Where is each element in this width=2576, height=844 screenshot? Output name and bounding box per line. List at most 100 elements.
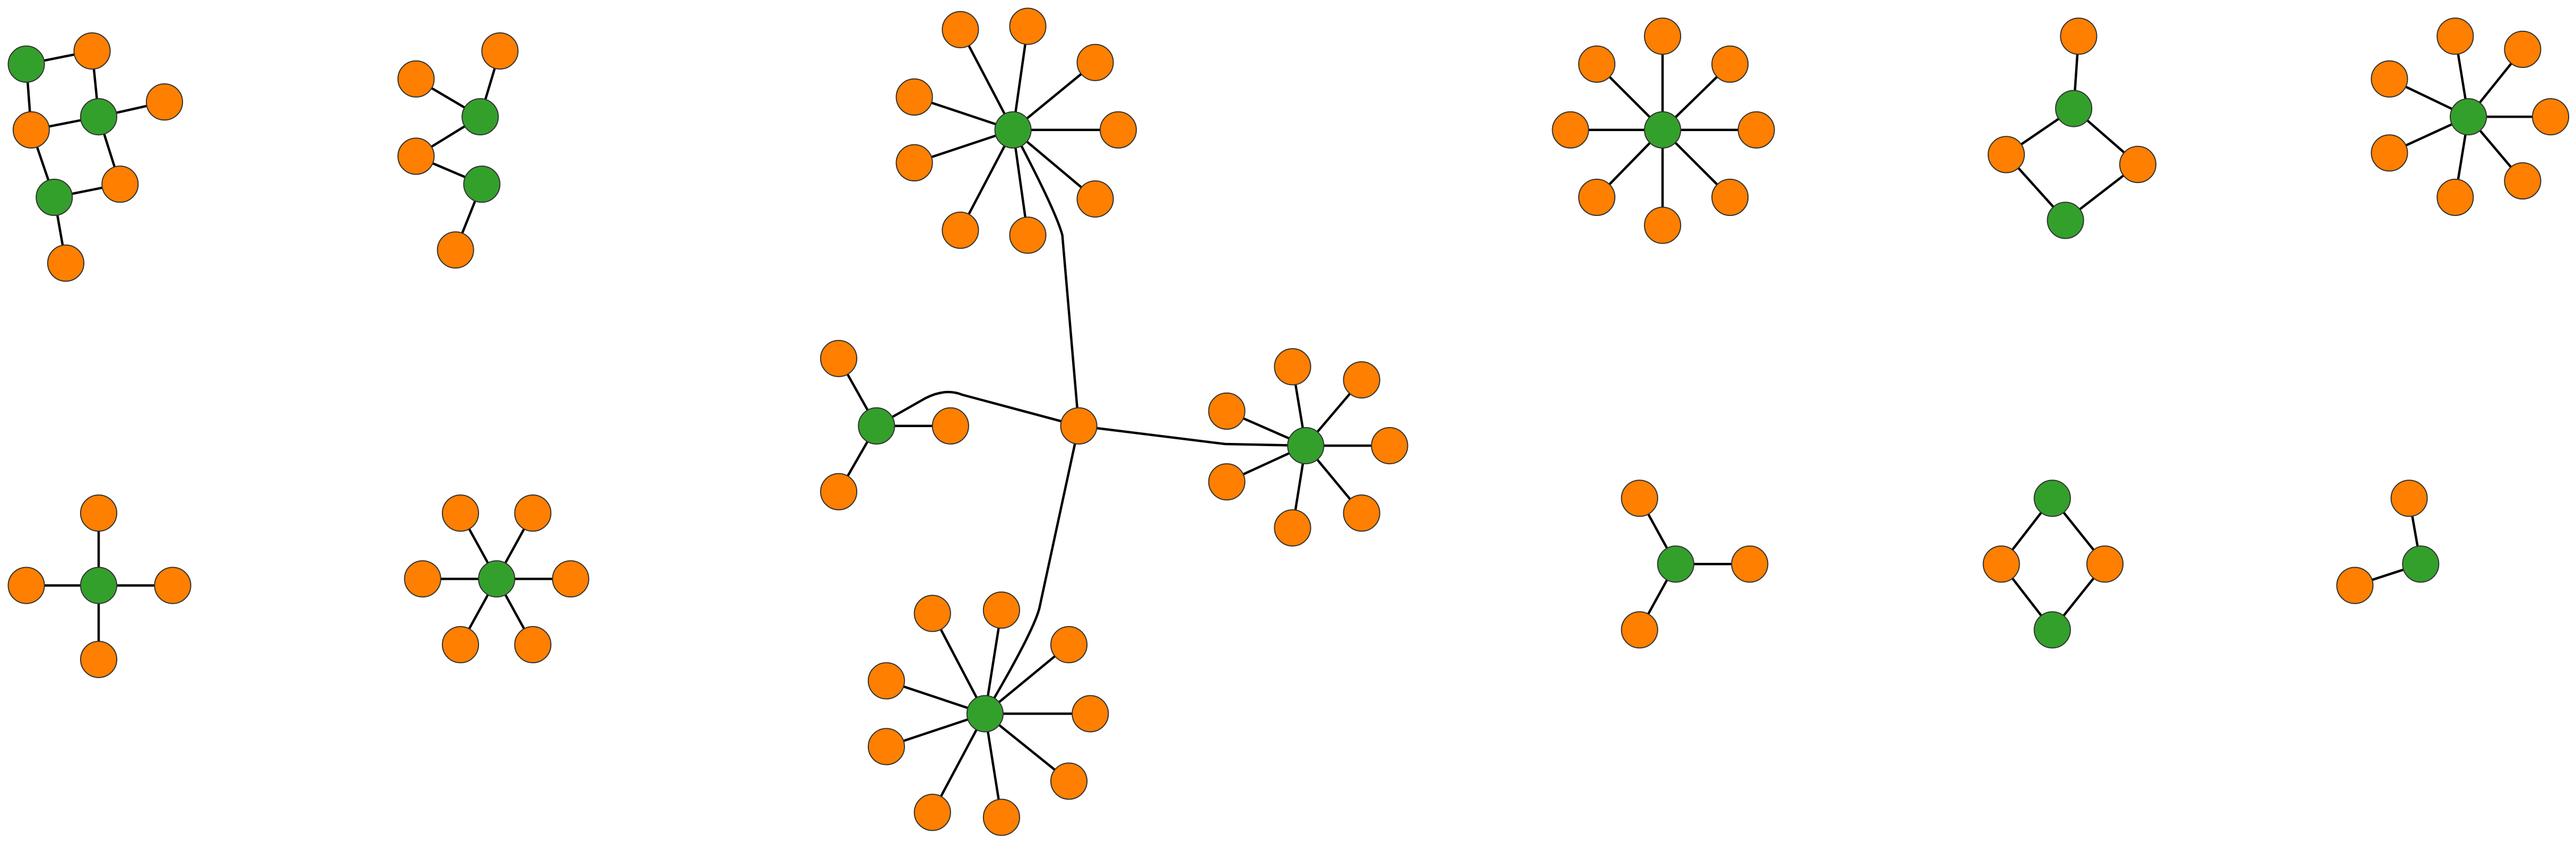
leaf-node-j2 [7,567,45,604]
leaf-node-l1 [1621,480,1658,517]
hub-node-m4 [2033,611,2071,649]
leaf-node-l2 [1731,545,1769,583]
leaf-node-f4 [867,662,906,700]
leaf-node-k2 [514,494,552,532]
leaf-node-k5 [441,626,480,664]
leaf-node-e6 [1343,494,1380,532]
leaf-node-c6 [895,144,933,181]
leaf-node-m2 [1982,545,2020,583]
leaf-node-i5 [2371,134,2408,172]
leaf-node-c9 [1009,216,1047,254]
edge-c0-c8 [959,129,1014,231]
hub-node-j0 [80,567,118,604]
leaf-node-h3 [1987,136,2025,173]
leaf-node-c8 [942,211,979,249]
leaf-node-i7 [2436,178,2474,216]
leaf-node-f5 [1072,695,1109,733]
leaf-node-k6 [514,626,552,664]
leaf-node-a8 [47,244,85,282]
leaf-node-c7 [1076,180,1114,218]
leaf-node-a7 [101,166,139,203]
leaf-node-h1 [2060,18,2098,55]
leaf-node-c1 [942,11,979,48]
edge-x0-e0 [1078,424,1306,447]
leaf-node-b1 [481,32,519,70]
edge-x0-c0 [1012,129,1080,427]
leaf-node-f3 [1050,626,1088,664]
leaf-node-g5 [1737,111,1775,149]
leaf-node-c5 [1099,111,1137,149]
edge-f0-f8 [931,713,986,813]
hub-node-a6 [36,178,73,216]
hub-node-b5 [463,166,501,203]
edge-f0-f1 [931,613,986,715]
leaf-node-e4 [1371,427,1408,465]
leaf-node-f8 [913,794,951,831]
leaf-node-h4 [2119,145,2157,184]
edge-x0-f0 [984,425,1080,715]
leaf-node-e1 [1274,348,1311,386]
leaf-node-f2 [982,591,1021,629]
hub-node-d0 [858,407,895,445]
leaf-node-j1 [80,494,118,532]
leaf-node-a2 [73,32,111,70]
leaf-node-d2 [932,407,969,445]
leaf-node-i3 [2371,60,2408,98]
leaf-node-x0 [1060,407,1098,445]
nodes-layer [7,7,2570,836]
leaf-node-n1 [2390,480,2428,517]
leaf-node-d3 [820,473,858,511]
leaf-node-i6 [2504,162,2542,200]
leaf-node-g2 [1578,45,1616,83]
leaf-node-j4 [80,641,118,678]
leaf-node-a5 [12,111,50,149]
hub-node-f0 [966,695,1004,733]
leaf-node-k4 [552,560,589,598]
hub-node-n2 [2402,545,2440,583]
leaf-node-j3 [154,567,192,604]
leaf-node-g6 [1578,178,1616,216]
leaf-node-c3 [1076,43,1114,81]
hub-node-b2 [462,98,499,136]
leaf-node-e3 [1208,392,1246,430]
leaf-node-f9 [982,798,1021,836]
leaf-node-i1 [2436,18,2474,55]
hub-node-a1 [7,45,45,83]
leaf-node-f6 [867,728,906,765]
hub-node-c0 [994,111,1032,149]
leaf-node-i2 [2504,30,2542,68]
leaf-node-k1 [441,494,480,532]
hub-node-h2 [2055,90,2093,127]
leaf-node-a4 [145,83,184,121]
leaf-node-n3 [2336,567,2374,604]
leaf-node-m3 [2086,545,2124,583]
leaf-node-e7 [1274,509,1311,547]
hub-node-a3 [80,98,118,136]
leaf-node-b3 [397,60,435,98]
leaf-node-d1 [820,340,858,377]
leaf-node-c2 [1009,7,1047,45]
leaf-node-e2 [1343,361,1380,399]
leaf-node-g4 [1552,111,1589,149]
leaf-node-c4 [895,78,933,116]
leaf-node-b6 [437,231,474,269]
leaf-node-f1 [913,595,951,632]
leaf-node-e5 [1208,463,1246,501]
hub-node-k0 [478,560,516,598]
edge-c0-c1 [959,29,1014,130]
leaf-node-i4 [2532,98,2570,136]
leaf-node-l3 [1621,611,1658,649]
leaf-node-g8 [1644,206,1682,244]
leaf-node-g3 [1711,45,1749,83]
leaf-node-b4 [397,137,435,175]
hub-node-g0 [1644,111,1682,149]
leaf-node-f7 [1050,762,1088,800]
leaf-node-g7 [1711,178,1749,216]
edge-x0-d0 [876,390,1080,428]
hub-node-i0 [2450,98,2487,136]
hub-node-h5 [2047,202,2084,239]
leaf-node-k3 [404,560,441,598]
hub-node-m1 [2033,480,2071,517]
